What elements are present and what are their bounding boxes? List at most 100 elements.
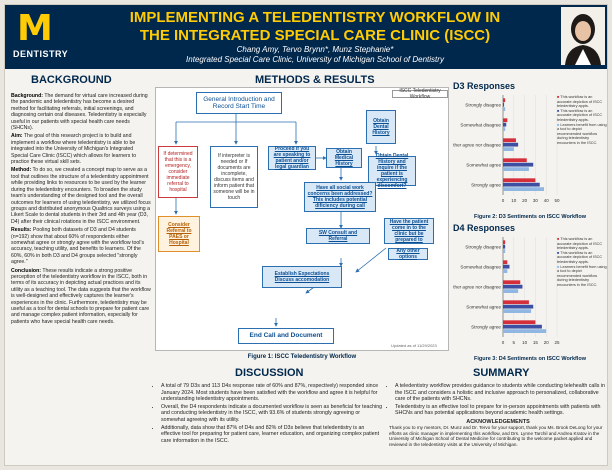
bar bbox=[503, 167, 529, 171]
x-tick-label: 0 bbox=[502, 340, 505, 345]
legend-label: Learners benefit from using a tool to de… bbox=[557, 264, 607, 287]
bar bbox=[503, 122, 507, 127]
flow-interpreter-needed: If interpreter is needed or If documents… bbox=[210, 146, 258, 208]
d3-legend: ■ This workflow is an accurate depiction… bbox=[557, 95, 607, 146]
x-tick-label: 50 bbox=[554, 198, 560, 203]
flow-consider-referral: Consider Referral to PAES or Hospital bbox=[158, 216, 200, 252]
paragraph-label: Conclusion: bbox=[11, 267, 41, 274]
paragraph-text: The goal of this research project is to … bbox=[11, 133, 137, 166]
flow-sw-consult: SW Consult and Referral bbox=[306, 228, 370, 244]
x-tick-label: 15 bbox=[533, 340, 539, 345]
x-tick-label: 30 bbox=[533, 198, 539, 203]
bar bbox=[503, 244, 506, 249]
poster-title: IMPLEMENTING A TELEDENTISTRY WORKFLOW IN… bbox=[129, 9, 501, 44]
y-tick-label: Somewhat agree bbox=[466, 305, 501, 310]
flow-other-options: Any other options bbox=[388, 248, 428, 260]
flowchart-connectors bbox=[174, 112, 387, 327]
flow-come-in-clinic: Have the patient come in to the clinic b… bbox=[384, 218, 434, 244]
x-tick-label: 0 bbox=[502, 198, 505, 203]
workflow-flowchart: General Introduction and Record Start Ti… bbox=[155, 87, 449, 351]
figure1-caption: Figure 1: ISCC Teledentistry Workflow bbox=[247, 354, 357, 360]
poster: M DENTISTRY IMPLEMENTING A TELEDENTISTRY… bbox=[4, 4, 608, 466]
author-block: Chang Amy, Tervo Brynn*, Munz Stephanie*… bbox=[115, 45, 515, 65]
legend-label: Learners benefit from using a tool to de… bbox=[557, 122, 607, 145]
flow-establish-expectations: Establish Expectations Discuss accomodat… bbox=[262, 266, 342, 288]
paragraph-label: Results: bbox=[11, 227, 32, 234]
bar bbox=[503, 300, 529, 305]
paragraph-text: Pooling both datasets of D3 and D4 stude… bbox=[11, 227, 145, 266]
logo-letter: M bbox=[17, 8, 53, 49]
background-paragraph: Background: The demand for virtual care … bbox=[11, 93, 151, 131]
y-tick-label: Strongly disagree bbox=[465, 103, 501, 108]
affiliation: Integrated Special Care Clinic, Universi… bbox=[186, 55, 444, 64]
methods-heading: METHODS & RESULTS bbox=[255, 74, 375, 86]
flow-proceed-guardian: Proceed if you are speaking to patient a… bbox=[268, 146, 316, 170]
bar bbox=[503, 240, 506, 245]
x-tick-label: 10 bbox=[511, 198, 517, 203]
d3-legend-item: ■ This workflow is an accurate depiction… bbox=[557, 95, 603, 109]
flow-medical-history: Obtain Medical History bbox=[326, 148, 362, 168]
university-logo: M DENTISTRY bbox=[13, 8, 68, 63]
d3-chart-caption: Figure 2: D3 Sentiments on ISCC Workflow bbox=[473, 214, 587, 220]
legend-label: This workflow is an accurate depiction o… bbox=[557, 237, 603, 251]
discussion-item: A total of 79 D3s and 113 D4s response r… bbox=[161, 383, 383, 403]
bar bbox=[503, 127, 506, 131]
authors: Chang Amy, Tervo Brynn*, Munz Stephanie* bbox=[236, 45, 394, 54]
paragraph-text: To do so, we created a concept map to se… bbox=[11, 167, 151, 225]
bar bbox=[503, 98, 506, 103]
flow-dental-discomfort: Obtain Dental History and inquire if the… bbox=[368, 153, 416, 189]
paragraph-label: Aim: bbox=[11, 133, 23, 140]
bar bbox=[503, 309, 532, 313]
d4-legend: ■ This workflow is an accurate depiction… bbox=[557, 237, 607, 288]
summary-heading: SUMMARY bbox=[473, 367, 530, 379]
flow-header-label: ISCC Teledentistry Workflow bbox=[392, 88, 448, 100]
y-tick-label: Somewhat agree bbox=[466, 163, 501, 168]
y-tick-label: Neither agree nor disagree bbox=[453, 143, 501, 148]
method-paragraph: Method: To do so, we created a concept m… bbox=[11, 167, 151, 225]
summary-item: A teledentistry workflow provides guidan… bbox=[395, 383, 607, 403]
bar bbox=[503, 269, 508, 273]
paragraph-text: The demand for virtual care increased du… bbox=[11, 93, 148, 132]
summary-block: A teledentistry workflow provides guidan… bbox=[389, 383, 607, 447]
d4-legend-item: ■ This workflow is an accurate depiction… bbox=[557, 237, 603, 251]
bar bbox=[503, 264, 510, 269]
discussion-heading: DISCUSSION bbox=[235, 367, 304, 379]
results-paragraph: Results: Pooling both datasets of D3 and… bbox=[11, 227, 151, 265]
y-tick-label: Strongly disagree bbox=[465, 245, 501, 250]
bar bbox=[503, 162, 534, 167]
acknowledgements-heading: ACKNOWLEDGEMENTS bbox=[466, 418, 530, 425]
bar bbox=[503, 289, 519, 293]
summary-item: Teledentistry is an effective tool to pr… bbox=[395, 404, 607, 417]
d4-legend-item: ■ Learners benefit from using a tool to … bbox=[557, 264, 607, 287]
d4-chart-title: D4 Responses bbox=[453, 223, 516, 233]
background-heading: BACKGROUND bbox=[31, 74, 112, 86]
bar bbox=[503, 284, 523, 289]
bar bbox=[503, 324, 542, 329]
poster-header: M DENTISTRY IMPLEMENTING A TELEDENTISTRY… bbox=[5, 5, 607, 69]
bar bbox=[503, 118, 508, 123]
author-photo bbox=[561, 7, 605, 65]
bar bbox=[503, 178, 536, 183]
x-tick-label: 25 bbox=[554, 340, 560, 345]
x-tick-label: 5 bbox=[513, 340, 516, 345]
bar bbox=[503, 102, 505, 107]
x-tick-label: 10 bbox=[522, 340, 528, 345]
paragraph-label: Method: bbox=[11, 167, 32, 174]
flow-emergency-referral: If determined that this is a emergency, … bbox=[158, 146, 198, 198]
bar bbox=[503, 280, 521, 285]
bar bbox=[503, 249, 506, 253]
summary-list: A teledentistry workflow provides guidan… bbox=[389, 383, 607, 417]
discussion-item: Overall, the D4 respondents indicate a d… bbox=[161, 404, 383, 424]
flow-social-work-concerns: Have all social work concerns been addre… bbox=[304, 182, 376, 212]
bar bbox=[503, 320, 536, 325]
bar bbox=[503, 304, 534, 309]
bar bbox=[503, 147, 514, 151]
updated-date: Updated as of 11/29/2023 bbox=[391, 343, 437, 348]
d3-legend-item: ■ Learners benefit from using a tool to … bbox=[557, 122, 607, 145]
x-tick-label: 20 bbox=[522, 198, 528, 203]
x-tick-label: 40 bbox=[544, 198, 550, 203]
y-tick-label: Somewhat disagree bbox=[460, 123, 501, 128]
